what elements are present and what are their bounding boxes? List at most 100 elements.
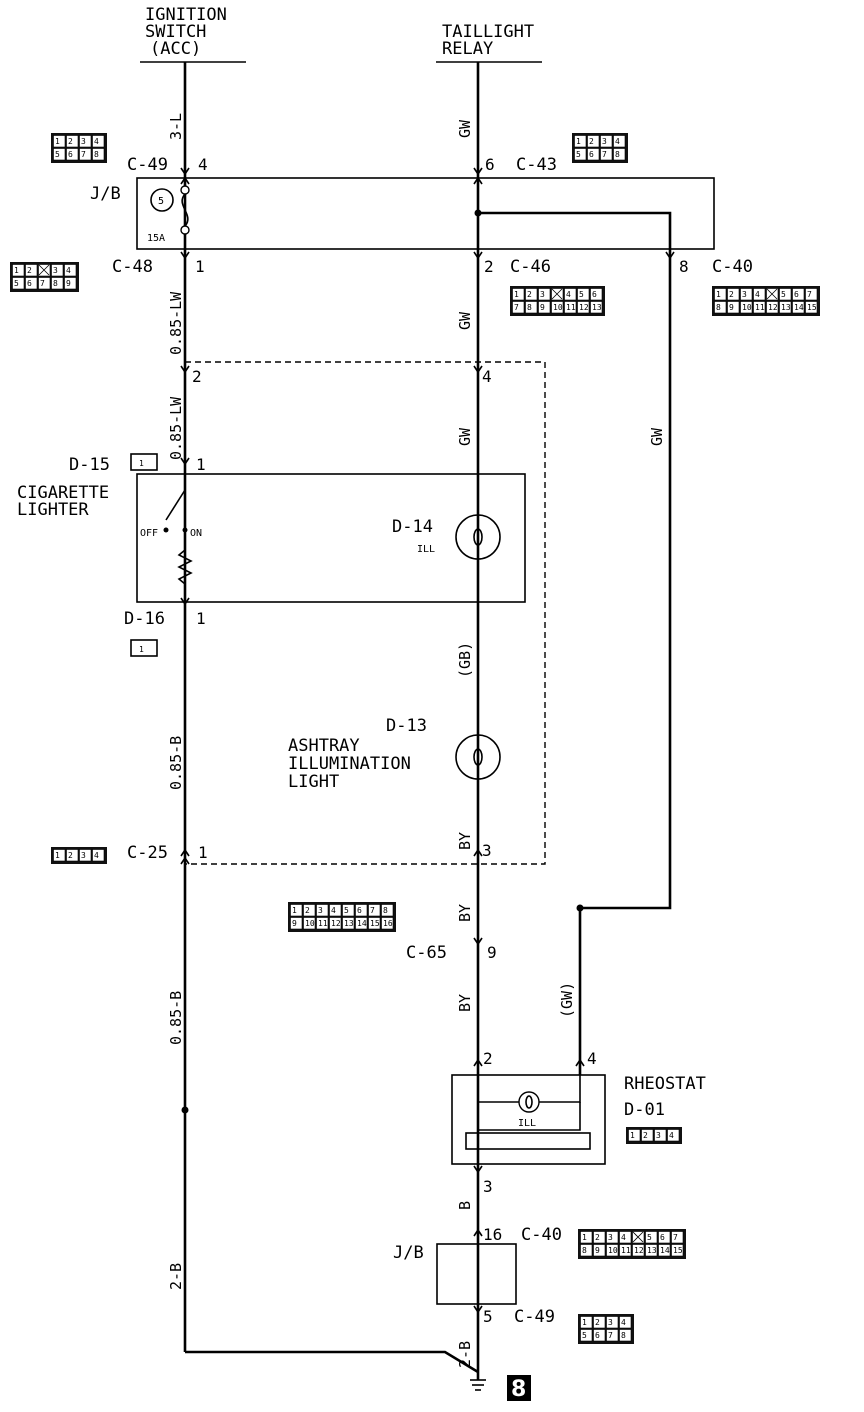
connector-pin-number: 10 [553, 303, 563, 312]
wire-label-GW-c: GW [456, 427, 474, 446]
rheostat-label: RHEOSTAT [624, 1074, 706, 1094]
connector-pin-number: 5 [55, 150, 60, 159]
taillight-label-line1: TAILLIGHT [442, 22, 534, 42]
d14-ill-label: ILL [417, 544, 435, 555]
wire-label-BY-a: BY [456, 832, 474, 850]
label-c43: C-43 [516, 155, 557, 175]
junction-block-top: J/B 5 15A [90, 177, 715, 250]
pin-6-c43: 6 [485, 155, 495, 174]
lighter-box [136, 473, 526, 603]
fuse-number-circle [150, 188, 174, 212]
connector-pin-number: 8 [582, 1246, 587, 1255]
connector-pin-number: 4 [615, 137, 620, 146]
wire-label-BY-b: BY [456, 904, 474, 922]
connector-pin-number: 7 [602, 150, 607, 159]
fuse-terminal-bottom [180, 225, 190, 235]
connector-pin-number: 1 [582, 1318, 587, 1327]
connector-pin-number: 1 [139, 645, 144, 654]
wire-2B-to-ground [185, 1350, 479, 1374]
connector-pin-number: 11 [621, 1246, 631, 1255]
connector-pin-number: 12 [579, 303, 589, 312]
junction-dot-gw [576, 904, 584, 912]
ignition-label-line1: IGNITION [145, 5, 227, 25]
lighter-heater-element [177, 532, 193, 602]
jb-bottom-label: J/B [393, 1243, 424, 1263]
wire-GW-branch [478, 211, 672, 1075]
connector-pin-number: 11 [755, 303, 765, 312]
label-c48: C-48 [112, 257, 153, 277]
jb-top-label: J/B [90, 184, 121, 204]
connector-pin-number: 12 [768, 303, 778, 312]
connector-pin-number: 12 [331, 919, 341, 928]
wire-label-085LW-b: 0.85-LW [167, 396, 185, 460]
connector-pin-number: 6 [357, 906, 362, 915]
connector-pin-number: 5 [781, 290, 786, 299]
connector-pin-number: 1 [716, 290, 721, 299]
fuse-element [181, 193, 189, 227]
connector-pin-number: 9 [595, 1246, 600, 1255]
pin-4-dash: 4 [482, 367, 492, 386]
wire-labels: 3-L 0.85-LW 0.85-LW 0.85-B 0.85-B 2-B 2-… [167, 113, 666, 1368]
fuse-terminal-top [180, 185, 190, 195]
wire-label-GW-paren: (GW) [558, 982, 576, 1018]
connector-pin-number: 4 [94, 137, 99, 146]
connector-pin-number: 4 [755, 290, 760, 299]
wire-label-B: B [456, 1201, 474, 1210]
connector-pin-number: 4 [621, 1233, 626, 1242]
label-c46: C-46 [510, 257, 551, 277]
ignition-label-line2: SWITCH [145, 22, 206, 42]
ignition-switch-header: IGNITION SWITCH (ACC) [140, 5, 246, 63]
connector-pin-number: 1 [55, 851, 60, 860]
d14-lamp-icon [455, 514, 501, 560]
lighter-label-line2: LIGHTER [17, 500, 89, 520]
rheostat-resistor [465, 1132, 591, 1150]
connector-pin-number: 14 [794, 303, 804, 312]
connector-pin-number: 9 [729, 303, 734, 312]
connector-icon-d16: 1 [130, 639, 158, 657]
connector-pin-number: 4 [66, 266, 71, 275]
switch-off-label: OFF [140, 528, 158, 539]
connector-pin-number: 3 [742, 290, 747, 299]
connector-pin-number: 11 [566, 303, 576, 312]
ashtray-illumination: D-13 ASHTRAY ILLUMINATION LIGHT [288, 716, 501, 792]
connector-pin-number: 8 [383, 906, 388, 915]
connector-pin-number: 2 [589, 137, 594, 146]
pin-16-c40: 16 [483, 1225, 502, 1244]
connector-pin-number: 4 [669, 1131, 674, 1140]
wire-label-085LW-a: 0.85-LW [167, 291, 185, 355]
ground-number: 8 [511, 1377, 526, 1402]
connector-pin-number: 5 [14, 279, 19, 288]
connector-pin-number: 2 [305, 906, 310, 915]
wire-label-GW-b: GW [456, 311, 474, 330]
label-c65: C-65 [406, 943, 447, 963]
connector-pin-number: 1 [14, 266, 19, 275]
connector-pin-number: 12 [634, 1246, 644, 1255]
connector-pin-number: 8 [716, 303, 721, 312]
connector-pin-number: 3 [656, 1131, 661, 1140]
ground: 8 [470, 1375, 531, 1402]
label-d16: D-16 [124, 609, 165, 629]
connector-pin-number: 2 [595, 1318, 600, 1327]
connector-pin-number: 14 [660, 1246, 670, 1255]
d01-label: D-01 [624, 1100, 665, 1120]
connector-pin-number: 7 [40, 279, 45, 288]
wire-label-2B-a: 2-B [167, 1263, 185, 1290]
rheostat-box [451, 1074, 606, 1165]
connector-pin-number: 5 [647, 1233, 652, 1242]
ashtray-label-line2: ILLUMINATION [288, 754, 411, 774]
switch-on-label: ON [190, 528, 202, 539]
pin-2-dash: 2 [192, 367, 202, 386]
d13-label: D-13 [386, 716, 427, 736]
wire-label-085B-b: 0.85-B [167, 991, 185, 1045]
wire-label-085B-a: 0.85-B [167, 736, 185, 790]
fuse-rating: 15A [147, 233, 165, 244]
connector-pin-number: 3 [608, 1318, 613, 1327]
connector-pin-number: 6 [592, 290, 597, 299]
connector-pin-number: 3 [318, 906, 323, 915]
